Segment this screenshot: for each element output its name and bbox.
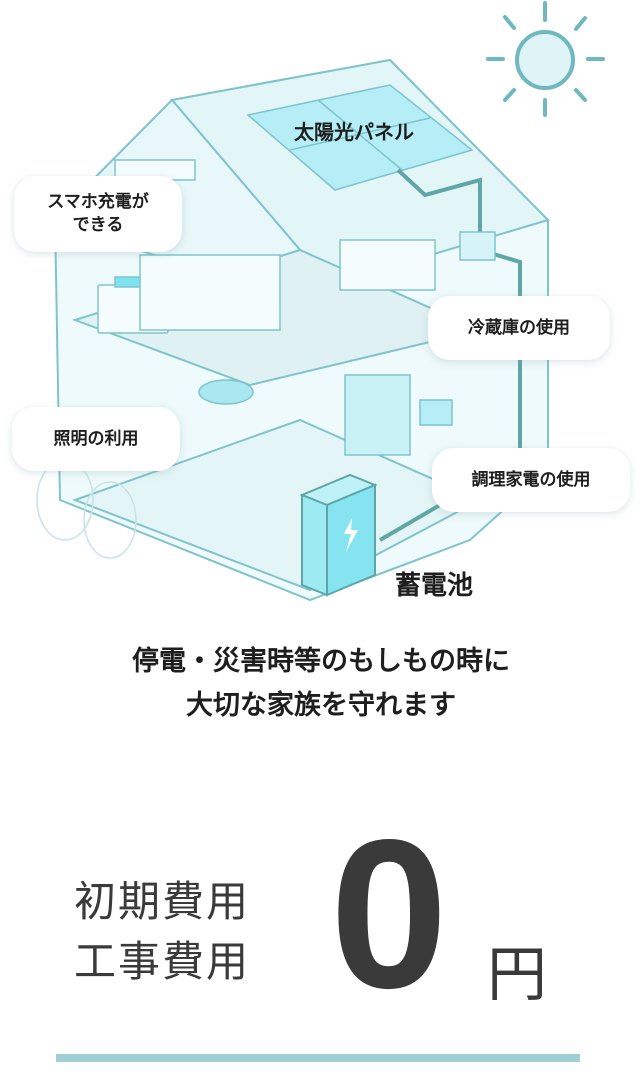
battery-label: 蓄電池 (395, 571, 474, 601)
battery-icon (299, 473, 378, 597)
cost-labels: 初期費用 工事費用 (74, 872, 250, 992)
cost-unit: 円 (487, 940, 547, 1010)
bubble-phone-charging: スマホ充電が できる (14, 176, 182, 252)
solar-panel-icon (246, 84, 474, 191)
house-illustration (36, 1, 605, 602)
initial-cost-label: 初期費用 (74, 877, 251, 926)
bubble-cooking: 調理家電の使用 (432, 448, 630, 512)
construction-cost-label: 工事費用 (74, 937, 251, 986)
solar-panel-label: 太陽光パネル (294, 120, 414, 144)
cost-amount: 0 (330, 795, 448, 1032)
bubble-lighting: 照明の利用 (12, 407, 180, 471)
tagline-line2: 大切な家族を守れます (186, 690, 456, 721)
sun-icon (486, 1, 605, 117)
accent-underline (56, 1054, 580, 1062)
bubble-refrigerator: 冷蔵庫の使用 (428, 296, 610, 360)
tagline: 停電・災害時等のもしもの時に 大切な家族を守れます (0, 640, 642, 728)
tagline-line1: 停電・災害時等のもしもの時に (132, 646, 510, 677)
